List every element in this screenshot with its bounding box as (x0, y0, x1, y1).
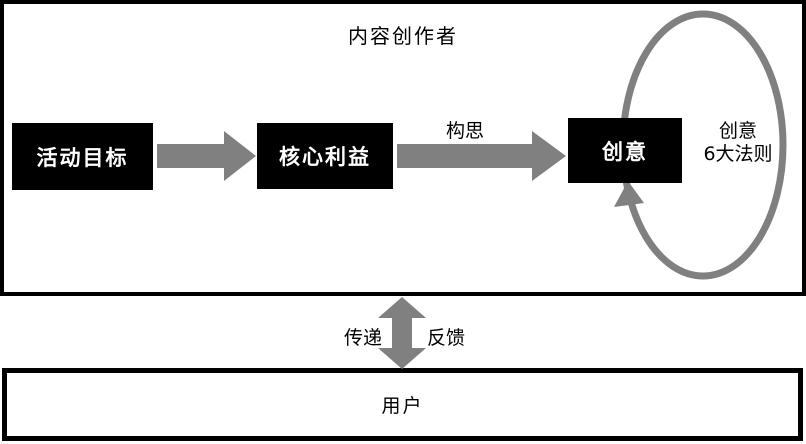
node-core-benefit: 核心利益 (257, 123, 393, 189)
flow-arrow-goal-to-benefit (157, 131, 256, 181)
transfer-feedback-arrow (378, 297, 426, 369)
loop-arrowhead-icon (614, 181, 644, 207)
flow-arrow-benefit-to-idea (397, 131, 566, 181)
user-panel: 用户 (2, 368, 803, 441)
creative-loop-label: 创意 6大法则 (693, 120, 783, 166)
node-creative-idea: 创意 (568, 118, 682, 183)
user-panel-title: 用户 (381, 395, 424, 417)
transfer-label: 传递 (343, 327, 382, 349)
creator-panel-title: 内容创作者 (348, 24, 458, 48)
conception-arrow-label: 构思 (445, 120, 484, 142)
creative-loop-label-line1: 创意 (718, 120, 757, 142)
node-activity-goal: 活动目标 (12, 123, 153, 190)
feedback-label: 反馈 (427, 327, 466, 349)
creative-loop-label-line2: 6大法则 (703, 143, 773, 165)
